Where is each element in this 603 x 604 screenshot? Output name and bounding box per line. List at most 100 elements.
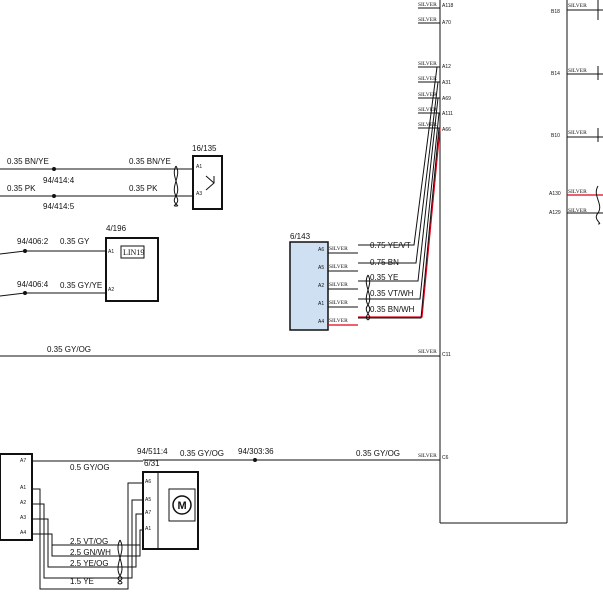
wire-label: 0.5 GY/OG (70, 463, 110, 472)
wire-label: 0.35 BN/WH (370, 305, 415, 314)
silver-label: SILVER (329, 246, 348, 252)
connector-pin: A1 (196, 164, 202, 170)
motor-icon (172, 495, 192, 515)
motor-pin: A5 (145, 497, 151, 503)
connector-ref: 16/135 (192, 144, 217, 153)
twisted-pair-symbol (173, 165, 179, 207)
silver-a130: SILVER (568, 189, 587, 195)
splice-label: 94/414:5 (43, 202, 75, 211)
splice-label: 94/303:36 (238, 447, 274, 456)
connector-pin: A2 (318, 283, 324, 289)
pin-a118-label: A118 (442, 3, 454, 9)
bundle-wire (32, 529, 143, 557)
splice-dot (23, 291, 27, 295)
module-pin: A4 (20, 530, 26, 536)
connector-pin: A4 (318, 319, 324, 325)
splice-label: 94/406:4 (17, 280, 49, 289)
bundle-wire (32, 513, 143, 568)
splice-label: 94/414:4 (43, 176, 75, 185)
bundle-wire (32, 482, 143, 590)
silver-b10: SILVER (568, 130, 587, 136)
wire-a2 (358, 97, 439, 282)
ecu-pin-label: A69 (442, 96, 451, 102)
ecu-pin-label: A66 (442, 127, 451, 133)
pin-a130-label: A130 (549, 191, 561, 197)
wire-bundle-to-ecu (358, 66, 441, 319)
twisted-pair-symbol (365, 274, 371, 321)
wire-label: 0.35 GY/OG (47, 345, 91, 354)
motor-pin: A7 (145, 510, 151, 516)
connector-pin: A3 (196, 191, 202, 197)
bundle-label: 2.5 VT/OG (70, 537, 108, 546)
silver-label: SILVER (418, 61, 437, 67)
splice-dot (253, 458, 257, 462)
bundle-label: 2.5 GN/WH (70, 548, 111, 557)
connector-6-143-wires: 0.75 YE/VT 0.75 BN 0.35 YE 0.35 VT/WH 0.… (365, 241, 415, 321)
motor-pins: A6 A5 A7 A1 (145, 479, 151, 532)
left-module (0, 453, 33, 541)
wire-a5 (358, 81, 439, 264)
pin-a70-label: A70 (442, 20, 451, 26)
ecu-pin-label: A31 (442, 80, 451, 86)
bundle-label: 1.5 YE (70, 577, 94, 586)
silver-label: SILVER (418, 453, 437, 459)
silver-label: SILVER (418, 107, 437, 113)
twisted-pair-a130-a129 (595, 185, 601, 225)
silver-label: SILVER (329, 282, 348, 288)
pin-b10-label: B10 (551, 133, 560, 139)
pin-b14-label: B14 (551, 71, 560, 77)
connector-pin: A1 (108, 249, 114, 255)
lin-label: LIN19 (123, 248, 144, 257)
silver-label-a70: SILVER (418, 17, 437, 23)
wire-label: 0.35 GY (60, 237, 90, 246)
wire-a1 (358, 112, 440, 300)
motor-ref: 6/31 (144, 459, 160, 468)
wire-label: 0.75 BN (370, 258, 399, 267)
wire-label: 0.35 BN/YE (129, 157, 171, 166)
bundle-label: 2.5 YE/OG (70, 559, 109, 568)
motor-symbol: M (178, 500, 187, 512)
wire-gy-ye-stub (0, 292, 26, 297)
lin-label-box (120, 245, 145, 259)
motor-pin: A1 (145, 526, 151, 532)
wire-label: 0.35 GY/OG (356, 449, 400, 458)
module-pin: A1 (20, 485, 26, 491)
pin-a129-label: A129 (549, 210, 561, 216)
connector-16-135 (192, 155, 223, 210)
ecu-pin-c11: C11 (442, 352, 451, 358)
motor-pin: A6 (145, 479, 151, 485)
silver-label: SILVER (329, 318, 348, 324)
bundle-wire (32, 499, 143, 579)
wire-a4-dark (358, 127, 440, 319)
silver-label: SILVER (329, 300, 348, 306)
wire-a6 (358, 66, 438, 246)
module-pin: A2 (20, 500, 26, 506)
connector-pin: A6 (318, 247, 324, 253)
splice-dot (52, 194, 56, 198)
connector-ref: 4/196 (106, 224, 127, 233)
silver-label: SILVER (418, 349, 437, 355)
wire-label: 0.75 YE/VT (370, 241, 411, 250)
splice-dot (23, 249, 27, 253)
wire-label: 0.35 PK (7, 184, 36, 193)
silver-label: SILVER (418, 92, 437, 98)
wire-a4-red (358, 127, 441, 318)
power-wire-bundle: 2.5 VT/OG 2.5 GN/WH 2.5 YE/OG 1.5 YE (32, 482, 143, 590)
silver-b18: SILVER (568, 3, 587, 9)
connector-6-143-pins: A6 A5 A2 A1 A4 SILVER SILVER SILVER SILV… (318, 246, 358, 326)
ecu-pin-c6: C6 (442, 455, 449, 461)
silver-label: SILVER (418, 122, 437, 128)
wire-gy-stub (0, 250, 26, 255)
wire-label: 0.35 GY/OG (180, 449, 224, 458)
wire-label: 0.35 PK (129, 184, 158, 193)
silver-label-a118: SILVER (418, 2, 437, 8)
silver-label: SILVER (418, 76, 437, 82)
connector-pin: A5 (318, 265, 324, 271)
silver-label: SILVER (329, 264, 348, 270)
pin-b18-label: B18 (551, 9, 560, 15)
silver-a129: SILVER (568, 208, 587, 214)
splice-label: 94/406:2 (17, 237, 49, 246)
wire-label: 0.35 YE (370, 273, 398, 282)
twisted-pair-symbol (117, 539, 123, 585)
